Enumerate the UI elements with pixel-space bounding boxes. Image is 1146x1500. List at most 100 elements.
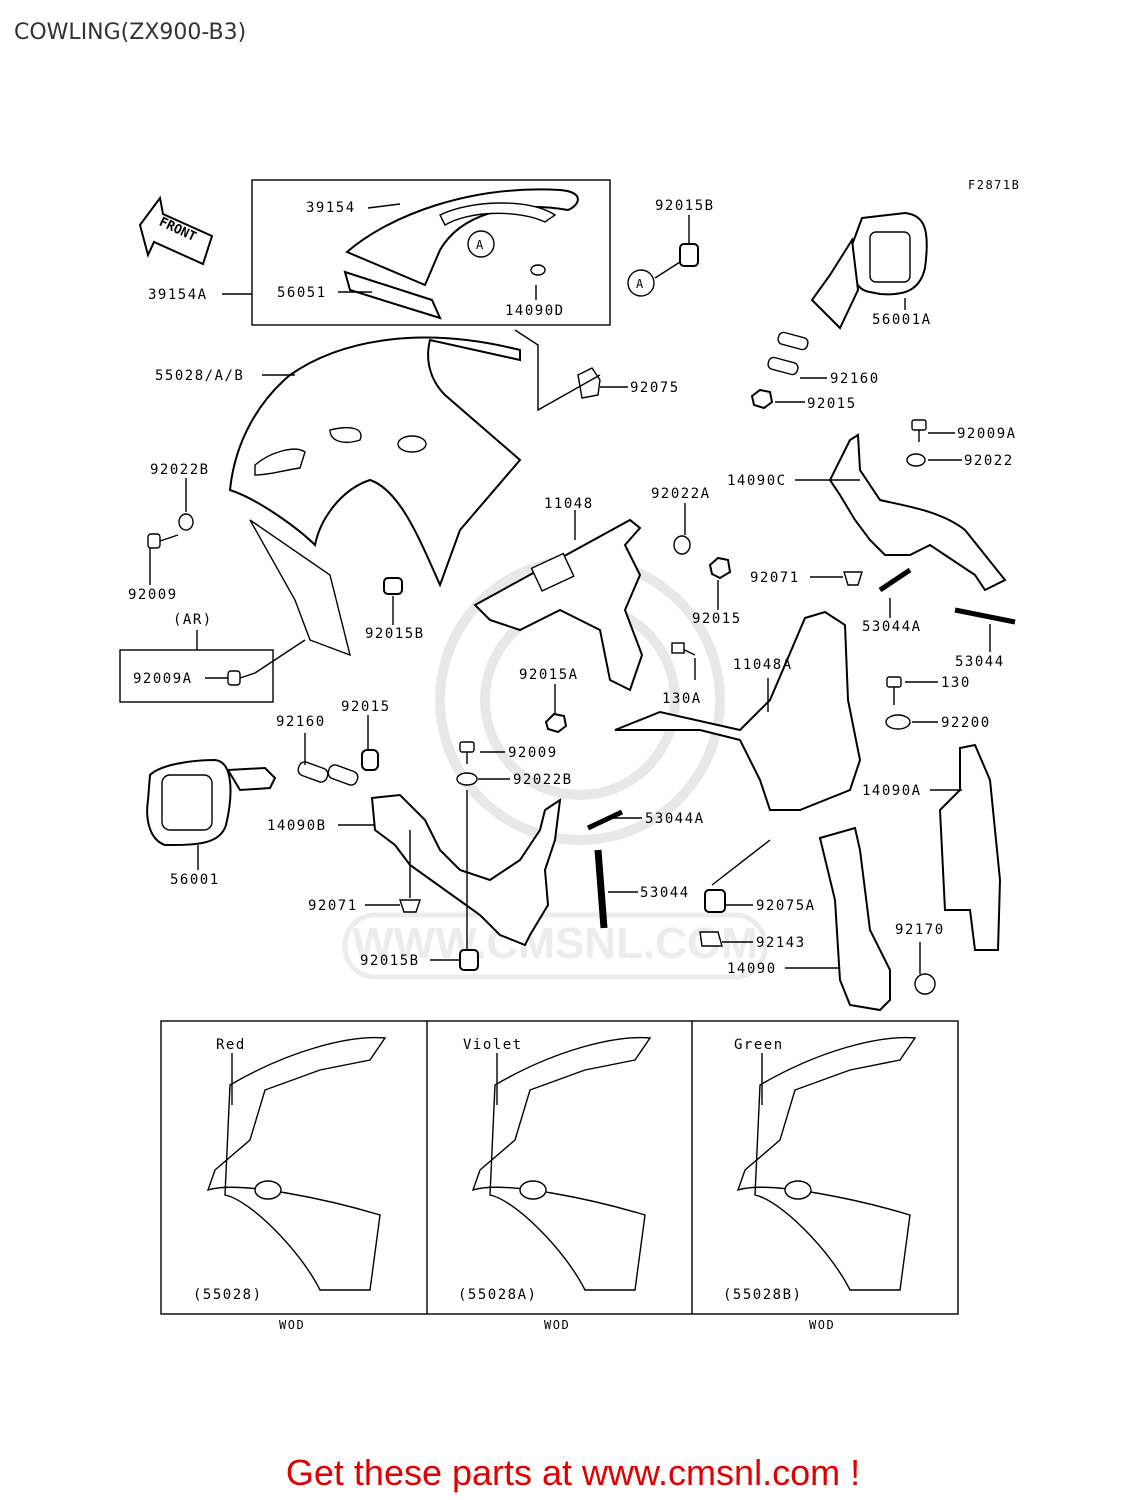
callout-130: 130 bbox=[941, 675, 971, 691]
washer-92022-right bbox=[906, 453, 926, 467]
callout-39154a: 39154A bbox=[148, 287, 208, 303]
callout-53044-right: 53044 bbox=[955, 654, 1005, 670]
callout-92009-mid: 92009 bbox=[508, 745, 558, 761]
screw-92009-mid bbox=[459, 741, 475, 753]
ref-a-circle-top bbox=[467, 230, 495, 258]
callout-92022-right: 92022 bbox=[964, 453, 1014, 469]
bracket-14090a bbox=[938, 743, 1002, 951]
mirror-56001 bbox=[146, 758, 277, 847]
callout-39154: 39154 bbox=[306, 200, 356, 216]
rod-53044a-right bbox=[878, 567, 912, 593]
clip-92075a bbox=[704, 889, 726, 913]
variant-green: Green (55028B) WOD bbox=[723, 1036, 917, 1332]
gasket-92160-right bbox=[777, 331, 809, 351]
callout-53044a-right: 53044A bbox=[862, 619, 922, 635]
screw-92009a-right bbox=[911, 419, 927, 431]
bracket-14090c bbox=[828, 433, 1007, 592]
callout-92015b-bottom: 92015B bbox=[360, 953, 420, 969]
rod-53044-mid bbox=[594, 849, 608, 929]
variant-red-color: Red bbox=[216, 1037, 246, 1053]
nut-92015a bbox=[544, 712, 568, 734]
gasket-92160-right-b bbox=[767, 356, 799, 376]
variant-green-part: (55028B) bbox=[723, 1287, 802, 1303]
parts-diagram: WWW.CMSNL.COM F2871B FRONT A A bbox=[119, 178, 1020, 1332]
screw-92009-left bbox=[147, 533, 161, 549]
variant-red: Red (55028) WOD bbox=[193, 1036, 387, 1332]
callout-14090: 14090 bbox=[727, 961, 777, 977]
variant-red-code: WOD bbox=[279, 1318, 305, 1332]
callout-92075a: 92075A bbox=[756, 898, 816, 914]
callout-92022b-left: 92022B bbox=[150, 462, 210, 478]
callout-92009a-left: 92009A bbox=[133, 671, 193, 687]
callout-92200: 92200 bbox=[941, 715, 991, 731]
callout-labels: 39154 39154A 56051 14090D 92015B 56001A … bbox=[128, 198, 1017, 977]
callout-130a: 130A bbox=[662, 691, 702, 707]
upper-cowling bbox=[228, 336, 522, 657]
rivet-92143 bbox=[699, 931, 723, 947]
callout-14090b: 14090B bbox=[267, 818, 327, 834]
washer-92022b-left bbox=[178, 513, 194, 531]
callout-92170: 92170 bbox=[895, 922, 945, 938]
windshield-box bbox=[251, 179, 611, 326]
callout-92015-left: 92015 bbox=[341, 699, 391, 715]
callout-11048a: 11048A bbox=[733, 657, 793, 673]
callout-92160-right: 92160 bbox=[830, 371, 880, 387]
footer-cta-link[interactable]: Get these parts at www.cmsnl.com ! bbox=[285, 1452, 861, 1493]
callout-55028ab: 55028/A/B bbox=[155, 368, 244, 384]
callout-14090a: 14090A bbox=[862, 783, 922, 799]
callout-92075: 92075 bbox=[630, 380, 680, 396]
grommet-92071-right bbox=[843, 571, 863, 586]
callout-56001a: 56001A bbox=[872, 312, 932, 328]
callout-92071-left: 92071 bbox=[308, 898, 358, 914]
grommet-92071-left bbox=[399, 899, 421, 913]
callout-92009-left: 92009 bbox=[128, 587, 178, 603]
cap-92170 bbox=[914, 973, 936, 995]
stay-11048 bbox=[473, 518, 644, 692]
screw-92009a-left bbox=[227, 670, 241, 686]
front-arrow-icon: FRONT bbox=[138, 195, 214, 266]
washer-14090d bbox=[530, 264, 546, 276]
collar-92015b-top bbox=[679, 243, 699, 267]
rod-53044a-mid bbox=[586, 809, 624, 831]
callout-92143: 92143 bbox=[756, 935, 806, 951]
watermark-text: WWW.CMSNL.COM bbox=[352, 919, 758, 968]
collar-92015-left bbox=[361, 749, 379, 771]
variant-violet-color: Violet bbox=[463, 1037, 523, 1053]
callout-92015-mid: 92015 bbox=[692, 611, 742, 627]
variant-violet-part: (55028A) bbox=[458, 1287, 537, 1303]
windshield-part bbox=[343, 188, 579, 320]
washer-92200 bbox=[885, 714, 911, 730]
callout-53044-mid: 53044 bbox=[640, 885, 690, 901]
ref-a-label-top: A bbox=[476, 238, 485, 252]
bracket-14090 bbox=[818, 826, 891, 1012]
bolt-130 bbox=[886, 676, 902, 688]
callout-92015-right: 92015 bbox=[807, 396, 857, 412]
variant-green-color: Green bbox=[734, 1037, 784, 1053]
washer-92022b-mid bbox=[456, 772, 478, 786]
callout-56001: 56001 bbox=[170, 872, 220, 888]
mirror-56001a bbox=[810, 211, 928, 330]
callout-92022a: 92022A bbox=[651, 486, 711, 502]
page-title: COWLING(ZX900-B3) bbox=[14, 20, 247, 45]
leader-lines bbox=[149, 203, 991, 974]
collar-92015b-mid bbox=[383, 577, 403, 595]
callout-92071-right: 92071 bbox=[750, 570, 800, 586]
callout-92015b-top: 92015B bbox=[655, 198, 715, 214]
gasket-92160-left-b bbox=[327, 764, 359, 786]
figure-code: F2871B bbox=[968, 178, 1020, 192]
callout-53044a-mid: 53044A bbox=[645, 811, 705, 827]
callout-14090c: 14090C bbox=[727, 473, 787, 489]
color-variants-table: Red (55028) WOD Violet (55028A) WOD Gree… bbox=[160, 1020, 959, 1332]
ref-a-label-right: A bbox=[636, 277, 645, 291]
ref-a-circle-right bbox=[627, 269, 655, 297]
callout-92015a: 92015A bbox=[519, 667, 579, 683]
variant-violet: Violet (55028A) WOD bbox=[458, 1036, 652, 1332]
variant-green-code: WOD bbox=[809, 1318, 835, 1332]
callout-92009a-right: 92009A bbox=[957, 426, 1017, 442]
callout-92015b-mid: 92015B bbox=[365, 626, 425, 642]
bracket-14090b bbox=[370, 793, 562, 947]
collar-92015b-bottom bbox=[459, 949, 479, 971]
stay-11048a bbox=[614, 610, 862, 811]
callout-92160-left: 92160 bbox=[276, 714, 326, 730]
rod-53044-right bbox=[954, 607, 1016, 625]
